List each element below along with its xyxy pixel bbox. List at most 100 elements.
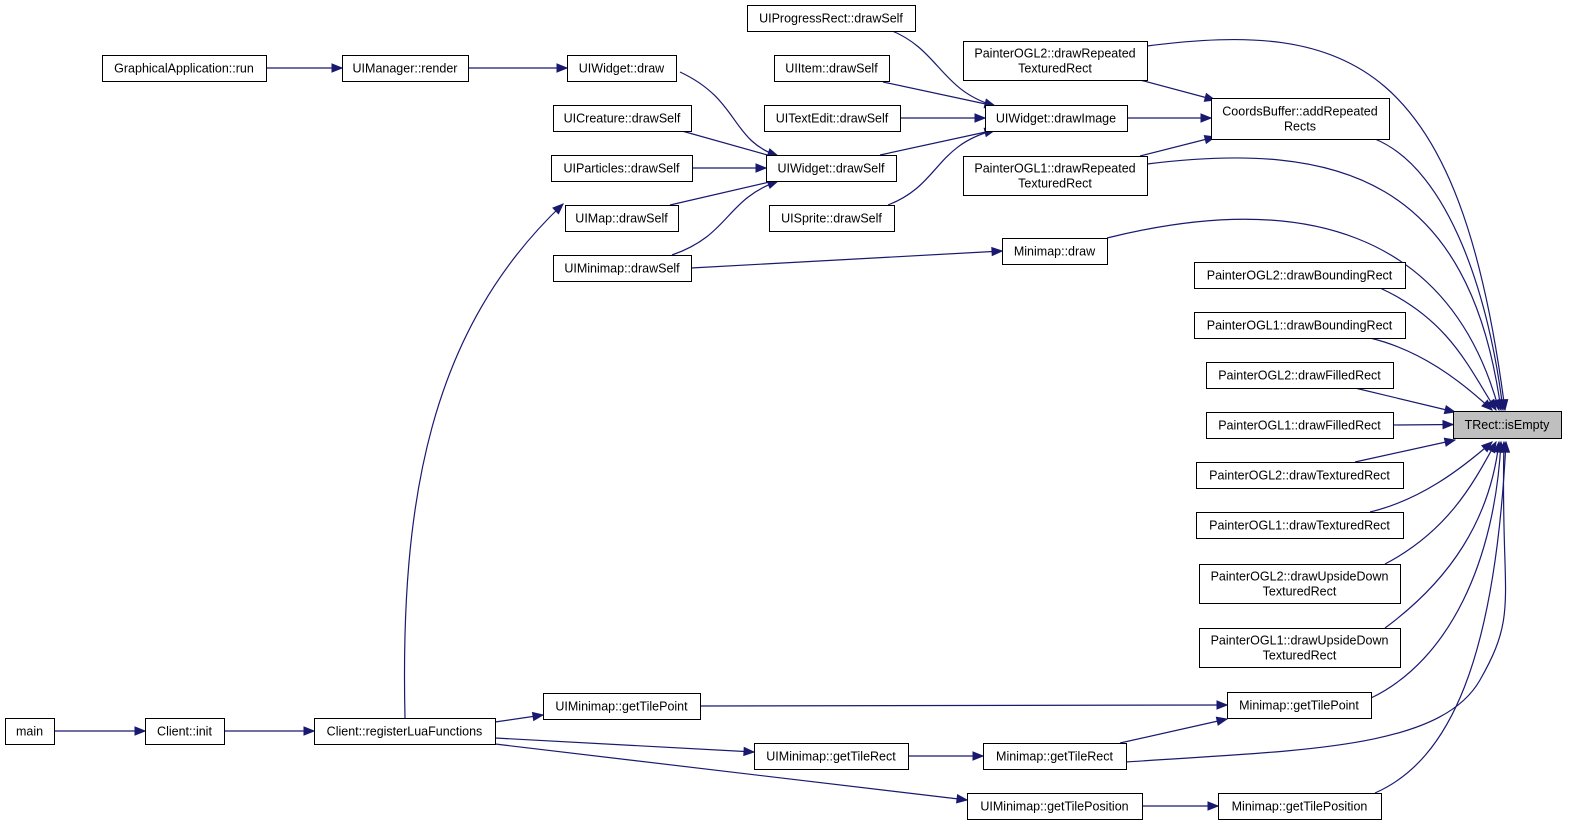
node-uiminimap_gettilepoint[interactable]: UIMinimap::getTilePoint: [543, 693, 701, 720]
edge-uiitem_drawself-to-uiwidget_drawimage: [882, 81, 996, 107]
node-uimap_drawself[interactable]: UIMap::drawSelf: [565, 205, 679, 232]
edge-uiwidget_draw-to-uiwidget_drawself: [679, 71, 779, 157]
edge-painterogl1_drawrepeated-to-trect_isempty: [1146, 157, 1502, 411]
arrowhead-client_registerlua-to-uimap_drawself: [552, 203, 564, 215]
node-label: UIMinimap::drawSelf: [564, 262, 680, 276]
node-uiwidget_drawimage[interactable]: UIWidget::drawImage: [985, 105, 1128, 132]
node-uiwidget_draw[interactable]: UIWidget::draw: [567, 55, 677, 82]
edge-minimap_gettilerect-to-minimap_gettilepoint: [1119, 718, 1228, 744]
node-painterogl1_drawtextured[interactable]: PainterOGL1::drawTexturedRect: [1196, 512, 1404, 539]
node-box: [1002, 238, 1108, 265]
node-painterogl2_drawfilled[interactable]: PainterOGL2::drawFilledRect: [1206, 362, 1394, 389]
node-box: [145, 718, 225, 745]
edge-painterogl2_drawrepeated-to-trect_isempty: [1146, 38, 1506, 411]
node-label: UIWidget::drawImage: [996, 112, 1116, 126]
node-main[interactable]: main: [5, 718, 55, 745]
node-uisprite_drawself[interactable]: UISprite::drawSelf: [769, 205, 895, 232]
node-uiminimap_drawself[interactable]: UIMinimap::drawSelf: [553, 255, 692, 282]
edge-painterogl2_drawtextured-to-trect_isempty: [1354, 439, 1456, 463]
node-box: [1206, 362, 1394, 389]
edge-minimap_gettileposition-to-trect_isempty: [1374, 441, 1507, 794]
node-box: [1206, 412, 1394, 439]
edge-painterogl2_drawrepeated-to-coordsbuffer_addrepeated: [1139, 79, 1216, 101]
node-box: [1199, 628, 1401, 668]
node-uiminimap_gettilerect[interactable]: UIMinimap::getTileRect: [754, 743, 909, 770]
arrowhead-client_registerlua-to-uiminimap_gettilerect: [743, 746, 756, 757]
node-label: TexturedRect: [1263, 585, 1337, 599]
node-uiprogressrect_drawself[interactable]: UIProgressRect::drawSelf: [747, 5, 916, 32]
arrowhead-uiwidget_drawimage-to-coordsbuffer_addrepeated: [1200, 113, 1213, 123]
node-painterogl1_drawbounding[interactable]: PainterOGL1::drawBoundingRect: [1194, 312, 1406, 339]
node-box: [754, 743, 909, 770]
edge-uisprite_drawself-to-uiwidget_drawimage: [887, 129, 996, 206]
node-label: UISprite::drawSelf: [781, 212, 882, 226]
node-box: [967, 793, 1143, 820]
node-box: [769, 205, 895, 232]
node-label: PainterOGL1::drawRepeated: [974, 162, 1135, 176]
edge-painterogl2_drawfilled-to-trect_isempty: [1354, 387, 1456, 413]
node-label: Minimap::getTileRect: [996, 750, 1113, 764]
node-box: [1194, 262, 1406, 289]
node-uiwidget_drawself[interactable]: UIWidget::drawSelf: [766, 155, 897, 182]
arrowhead-uimanager_render-to-uiwidget_draw: [556, 63, 569, 73]
edge-uiwidget_drawself-to-uiwidget_drawimage: [879, 129, 996, 156]
node-minimap_gettilerect[interactable]: Minimap::getTileRect: [983, 743, 1127, 770]
node-minimap_draw[interactable]: Minimap::draw: [1002, 238, 1108, 265]
node-box: [553, 255, 692, 282]
edge-client_registerlua-to-uimap_drawself: [403, 203, 564, 719]
node-client_init[interactable]: Client::init: [145, 718, 225, 745]
node-label: PainterOGL1::drawBoundingRect: [1207, 319, 1393, 333]
arrowhead-client_init-to-client_registerlua: [303, 726, 316, 736]
node-box: [1194, 312, 1406, 339]
node-painterogl2_drawbounding[interactable]: PainterOGL2::drawBoundingRect: [1194, 262, 1406, 289]
node-label: GraphicalApplication::run: [114, 62, 254, 76]
node-label: UIParticles::drawSelf: [563, 162, 680, 176]
node-trect_isempty[interactable]: TRect::isEmpty: [1453, 411, 1562, 439]
arrowhead-main-to-client_init: [134, 726, 147, 736]
node-label: PainterOGL2::drawFilledRect: [1218, 369, 1381, 383]
node-minimap_gettileposition[interactable]: Minimap::getTilePosition: [1218, 793, 1382, 820]
node-box: [342, 55, 469, 82]
node-label: PainterOGL2::drawBoundingRect: [1207, 269, 1393, 283]
arrowhead-painterogl2_drawupsidedown-to-trect_isempty: [1486, 440, 1497, 454]
edge-minimap_gettilerect-to-trect_isempty: [1125, 441, 1507, 763]
node-uiminimap_gettileposition[interactable]: UIMinimap::getTilePosition: [967, 793, 1143, 820]
arrowhead-uiparticles_drawself-to-uiwidget_drawself: [755, 163, 768, 173]
edge-painterogl2_drawbounding-to-trect_isempty: [1379, 287, 1497, 411]
node-painterogl2_drawtextured[interactable]: PainterOGL2::drawTexturedRect: [1196, 462, 1404, 489]
arrowhead-uiminimap_drawself-to-minimap_draw: [991, 246, 1004, 257]
node-label: TexturedRect: [1018, 62, 1092, 76]
node-minimap_gettilepoint[interactable]: Minimap::getTilePoint: [1227, 692, 1372, 719]
node-uitextedit_drawself[interactable]: UITextEdit::drawSelf: [764, 105, 901, 132]
node-label: PainterOGL1::drawFilledRect: [1218, 419, 1381, 433]
node-uimanager_render[interactable]: UIManager::render: [342, 55, 469, 82]
node-client_registerlua[interactable]: Client::registerLuaFunctions: [314, 718, 496, 745]
arrowhead-graphicalapp_run-to-uimanager_render: [331, 63, 344, 73]
node-label: UIManager::render: [353, 62, 458, 76]
node-label: PainterOGL1::drawUpsideDown: [1211, 634, 1389, 648]
arrowhead-minimap_gettileposition-to-trect_isempty: [1500, 440, 1511, 453]
node-graphicalapp_run[interactable]: GraphicalApplication::run: [102, 55, 267, 82]
node-label: UICreature::drawSelf: [564, 112, 681, 126]
arrowhead-painterogl2_drawfilled-to-trect_isempty: [1443, 404, 1457, 415]
node-box: [985, 105, 1128, 132]
edge-uiminimap_gettilepoint-to-minimap_gettilepoint: [699, 704, 1228, 707]
node-painterogl1_drawfilled[interactable]: PainterOGL1::drawFilledRect: [1206, 412, 1394, 439]
edge-client_registerlua-to-uiminimap_gettilerect: [494, 737, 755, 753]
node-label: Client::init: [157, 725, 212, 739]
edge-painterogl1_drawtextured-to-trect_isempty: [1369, 441, 1493, 513]
node-uiitem_drawself[interactable]: UIItem::drawSelf: [774, 55, 890, 82]
node-label: Client::registerLuaFunctions: [327, 725, 483, 739]
node-uiparticles_drawself[interactable]: UIParticles::drawSelf: [551, 155, 693, 182]
arrowhead-painterogl2_drawtextured-to-trect_isempty: [1443, 437, 1457, 447]
node-box: [1218, 793, 1382, 820]
node-box: [565, 205, 679, 232]
node-uicreature_drawself[interactable]: UICreature::drawSelf: [553, 105, 692, 132]
